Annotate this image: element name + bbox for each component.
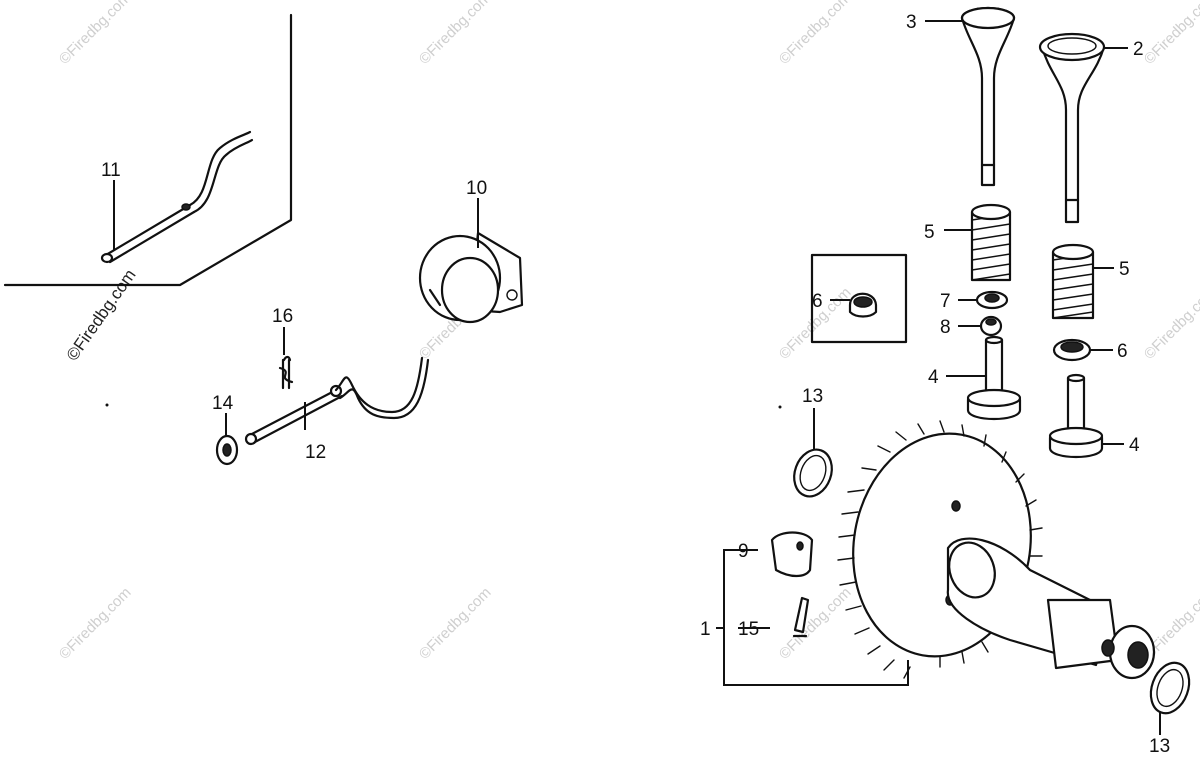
callout-13-bottom: 13 — [1149, 736, 1170, 757]
case-outline — [3, 13, 293, 287]
watermark: ©Firedbg.com — [416, 584, 495, 663]
part-10-holder — [418, 231, 524, 324]
part-3-valve — [960, 6, 1016, 187]
callout-10: 10 — [466, 178, 487, 199]
watermark: ©Firedbg.com — [56, 584, 135, 663]
part-9-weight — [770, 531, 814, 578]
callouts: 11 10 16 14 12 3 2 5 5 6 7 8 6 4 4 13 9 … — [101, 12, 1170, 757]
callout-12: 12 — [305, 442, 326, 463]
leader-lines — [113, 20, 1161, 735]
part-8-seat — [979, 315, 1003, 337]
part-7-retainer — [975, 290, 1009, 310]
watermark: ©Firedbg.com — [416, 0, 495, 68]
part-4-tappet-right — [1048, 373, 1104, 458]
callout-2: 2 — [1133, 39, 1144, 60]
camshaft-gear — [837, 420, 1156, 680]
callout-14: 14 — [212, 393, 234, 414]
part-5-spring-right — [1051, 243, 1095, 320]
watermark: ©Firedbg.com — [1141, 0, 1200, 68]
callout-3: 3 — [906, 12, 917, 33]
part-16-clip — [278, 355, 294, 390]
callout-5-right: 5 — [1119, 259, 1130, 280]
callout-9: 9 — [738, 541, 749, 562]
callout-15: 15 — [738, 619, 759, 640]
part-11-governor-arm — [100, 130, 254, 264]
callout-5-left: 5 — [924, 222, 935, 243]
watermark: ©Firedbg.com — [776, 0, 855, 68]
part-2-valve — [1038, 32, 1106, 224]
part-5-spring-left — [970, 203, 1012, 282]
speck — [778, 405, 782, 409]
callout-11: 11 — [101, 160, 121, 181]
callout-4-left: 4 — [928, 367, 939, 388]
part-6-retainer — [1052, 338, 1092, 362]
part-12-governor-shaft — [244, 356, 430, 446]
speck — [105, 403, 109, 407]
callout-13-top: 13 — [802, 386, 823, 407]
part-15-pin — [792, 596, 810, 638]
watermark-corner: ©Firedbg.com — [63, 266, 140, 365]
callout-8: 8 — [940, 317, 951, 338]
assembly-bracket — [716, 549, 909, 686]
part-4-tappet-left — [966, 335, 1022, 420]
watermark: ©Firedbg.com — [1141, 284, 1200, 363]
callout-6-right: 6 — [1117, 341, 1128, 362]
callout-7: 7 — [940, 291, 951, 312]
part-13-washer-bottom — [1149, 661, 1191, 715]
callout-1: 1 — [700, 619, 711, 640]
watermark: ©Firedbg.com — [56, 0, 135, 68]
callout-6-left: 6 — [812, 291, 823, 312]
callout-4-right: 4 — [1129, 435, 1140, 456]
watermark: ©Firedbg.com — [776, 584, 855, 663]
part-14-washer — [215, 434, 239, 466]
callout-16: 16 — [272, 306, 293, 327]
part-6-detail-box — [810, 253, 908, 344]
part-13-washer-top — [793, 448, 833, 498]
